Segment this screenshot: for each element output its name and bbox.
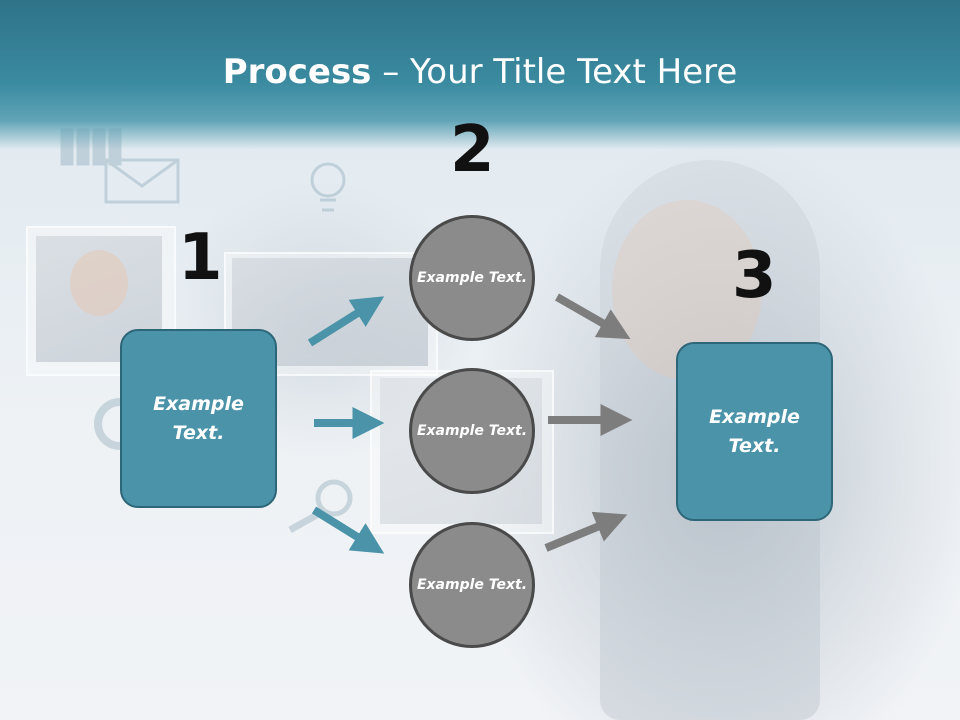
background-face	[70, 250, 128, 316]
step-2-circle-middle[interactable]: Example Text.	[409, 368, 535, 494]
page-title: Process – Your Title Text Here	[0, 52, 960, 92]
arrow-teal-up	[307, 296, 385, 347]
step-3-box[interactable]: Example Text.	[676, 342, 833, 521]
step-number-3: 3	[732, 239, 777, 313]
title-bar	[0, 0, 960, 150]
step-2-circle-bottom[interactable]: Example Text.	[409, 522, 535, 648]
step-3-text: Example Text.	[709, 405, 800, 457]
step-1-text: Example Text.	[153, 392, 244, 444]
title-bold: Process	[222, 52, 372, 92]
circle-text: Example Text.	[416, 576, 528, 593]
arrow-gray-up	[544, 511, 628, 552]
step-number-1: 1	[178, 221, 223, 295]
arrow-teal-down	[311, 506, 385, 554]
title-rest: – Your Title Text Here	[371, 52, 738, 92]
step-2-circle-top[interactable]: Example Text.	[409, 215, 535, 341]
circle-text: Example Text.	[416, 422, 528, 439]
step-number-2: 2	[450, 113, 495, 187]
arrow-gray-down	[555, 293, 631, 340]
step-1-box[interactable]: Example Text.	[120, 329, 277, 508]
circle-text: Example Text.	[416, 269, 528, 286]
